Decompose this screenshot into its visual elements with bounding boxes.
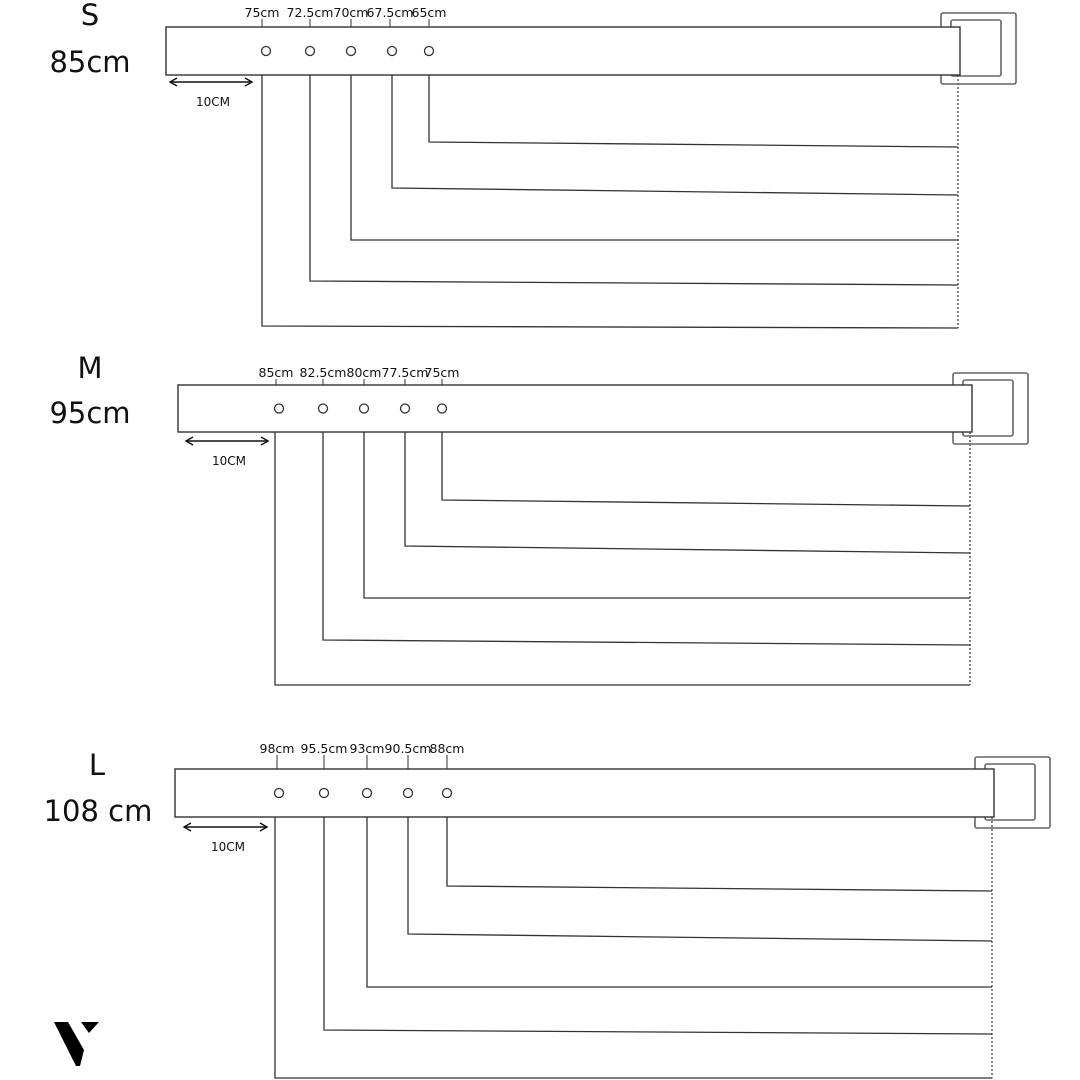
belt-hole bbox=[273, 403, 285, 414]
measure-line bbox=[366, 817, 992, 988]
belt-hole bbox=[260, 45, 272, 57]
measure-line bbox=[274, 432, 970, 686]
measure-line bbox=[391, 75, 959, 196]
belt-hole bbox=[386, 45, 398, 57]
hole-size-label: 67.5cm bbox=[367, 5, 414, 20]
belt-hole bbox=[273, 787, 285, 799]
hole-size-label: 98cm bbox=[260, 741, 295, 756]
logo-v-stroke bbox=[54, 1022, 84, 1066]
belt-length: 85cm bbox=[49, 45, 130, 79]
belt-length: 95cm bbox=[49, 396, 130, 430]
belt-hole bbox=[318, 787, 330, 799]
hole-size-label: 65cm bbox=[412, 5, 447, 20]
belt-hole bbox=[436, 403, 448, 414]
measure-line bbox=[274, 817, 992, 1079]
belt-strap bbox=[174, 768, 995, 818]
hole-size-label: 75cm bbox=[245, 5, 280, 20]
measure-line bbox=[309, 75, 959, 286]
belt-strap bbox=[165, 26, 961, 76]
measure-line bbox=[350, 75, 958, 241]
hole-size-label: 77.5cm bbox=[382, 365, 429, 380]
measure-line bbox=[441, 432, 971, 507]
belt-hole bbox=[345, 45, 357, 57]
hole-size-label: 72.5cm bbox=[287, 5, 334, 20]
arrow-head-right bbox=[259, 822, 269, 832]
hole-size-label: 88cm bbox=[430, 741, 465, 756]
hole-size-label: 80cm bbox=[347, 365, 382, 380]
tip-length-label: 10CM bbox=[212, 454, 246, 468]
belt-hole bbox=[361, 787, 373, 799]
arrow-head-left bbox=[182, 822, 192, 832]
hole-size-label: 95.5cm bbox=[301, 741, 348, 756]
measure-line bbox=[404, 432, 971, 554]
belt-hole bbox=[402, 787, 414, 799]
hole-size-label: 75cm bbox=[425, 365, 460, 380]
belt-strap bbox=[177, 384, 973, 433]
tip-length-label: 10CM bbox=[211, 840, 245, 854]
size-name: M bbox=[77, 351, 102, 385]
tip-length-label: 10CM bbox=[196, 95, 230, 109]
size-name: L bbox=[89, 748, 105, 782]
belt-hole bbox=[441, 787, 453, 799]
belt-hole bbox=[423, 45, 435, 57]
size-name: S bbox=[81, 0, 99, 32]
measure-line bbox=[363, 432, 970, 599]
brand-logo bbox=[54, 1022, 99, 1066]
belt-hole bbox=[317, 403, 329, 414]
belt-length: 108 cm bbox=[44, 794, 153, 828]
measure-line bbox=[428, 75, 959, 148]
hole-size-label: 90.5cm bbox=[385, 741, 432, 756]
belt-hole bbox=[399, 403, 411, 414]
hole-size-label: 85cm bbox=[259, 365, 294, 380]
hole-size-label: 93cm bbox=[350, 741, 385, 756]
arrow-head-right bbox=[244, 77, 254, 87]
arrow-head-left bbox=[184, 436, 194, 446]
measure-line bbox=[446, 817, 993, 892]
measure-line bbox=[322, 432, 971, 646]
arrow-head-right bbox=[260, 436, 270, 446]
measure-line bbox=[407, 817, 993, 942]
hole-size-label: 82.5cm bbox=[300, 365, 347, 380]
arrow-head-left bbox=[168, 77, 178, 87]
logo-v-triangle bbox=[81, 1022, 99, 1033]
belt-hole bbox=[304, 45, 316, 57]
measure-line bbox=[323, 817, 993, 1035]
belt-hole bbox=[358, 403, 370, 414]
measure-line bbox=[261, 75, 959, 329]
hole-size-label: 70cm bbox=[334, 5, 369, 20]
